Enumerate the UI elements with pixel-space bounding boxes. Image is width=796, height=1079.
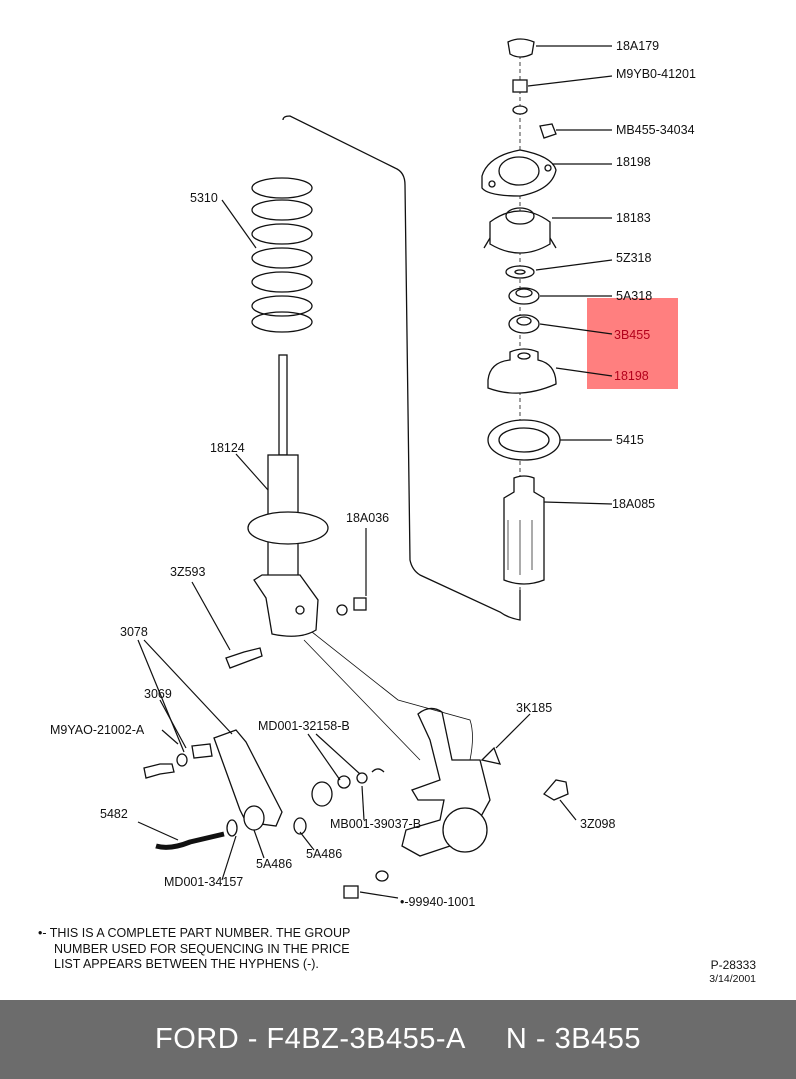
washer-shape [512,105,528,115]
nut-mb455-shape [539,123,557,139]
footnote-line-2: NUMBER USED FOR SEQUENCING IN THE PRICE [54,941,350,956]
footer-part-group: N - 3B455 [505,1023,641,1055]
label-3z593: 3Z593 [170,565,205,579]
stabilizer-bar-shape [155,831,225,850]
label-18198-top: 18198 [616,155,651,169]
washer-5z318-shape [505,265,535,279]
bearing-5a318-shape [508,287,540,305]
label-3z098: 3Z098 [580,817,615,831]
control-arm-shape [213,729,283,827]
exploded-parts-diagram: 18A179 M9YB0-41201 MB455-34034 18198 181… [50,38,696,909]
footnote: •- THIS IS A COMPLETE PART NUMBER. THE G… [38,926,358,973]
label-3b455: 3B455 [614,328,650,342]
label-18a085: 18A085 [612,497,655,511]
label-5310: 5310 [190,191,218,205]
strut-rod-shape [278,354,288,456]
boot-shape [503,475,545,585]
coil-spring-shape [251,177,313,333]
label-5a486-a: 5A486 [256,857,292,871]
label-18183: 18183 [616,211,651,225]
isolator-shape [487,348,557,394]
label-18124: 18124 [210,441,245,455]
footer-bar: FORD - F4BZ-3B455-A N - 3B455 [0,1000,796,1079]
footnote-line-1: •- THIS IS A COMPLETE PART NUMBER. THE G… [38,926,351,940]
assembly-path-line [282,115,521,621]
label-18198-mid: 18198 [614,369,649,383]
nut-shape [512,79,528,93]
label-5a486-b: 5A486 [306,847,342,861]
label-3k185: 3K185 [516,701,552,715]
cap-18a179-shape [507,38,535,58]
label-5415: 5415 [616,433,644,447]
footer-brand-part: FORD - F4BZ-3B455-A [155,1023,466,1055]
highlight-box [587,298,678,389]
label-99940-1001: •-99940-1001 [400,895,475,909]
mount-plate-shape [481,149,557,197]
label-md001-34157: MD001-34157 [164,875,243,889]
label-3078: 3078 [120,625,148,639]
reference-date: 3/14/2001 [709,973,756,985]
label-5a318: 5A318 [616,289,652,303]
label-md001-32158-b: MD001-32158-B [258,719,350,733]
label-mb001-39037-b: MB001-39037-B [330,817,421,831]
strut-mount-shape [489,210,551,254]
label-5z318: 5Z318 [616,251,651,265]
label-3069: 3069 [144,687,172,701]
label-5482: 5482 [100,807,128,821]
spring-perch-shape [247,511,329,545]
label-18a179: 18A179 [616,39,659,53]
bolt-3z098-shape [543,779,569,801]
bolt-3z593-shape [225,647,263,669]
label-m9yb0-41201: M9YB0-41201 [616,67,696,81]
footnote-line-3: LIST APPEARS BETWEEN THE HYPHENS (-). [54,957,319,971]
label-m9yao-21002-a: M9YAO-21002-A [50,723,145,737]
label-mb455-34034: MB455-34034 [616,123,695,137]
bearing-3b455-shape [508,314,540,334]
label-18a036: 18A036 [346,511,389,525]
reference-code: P-28333 [710,958,756,972]
